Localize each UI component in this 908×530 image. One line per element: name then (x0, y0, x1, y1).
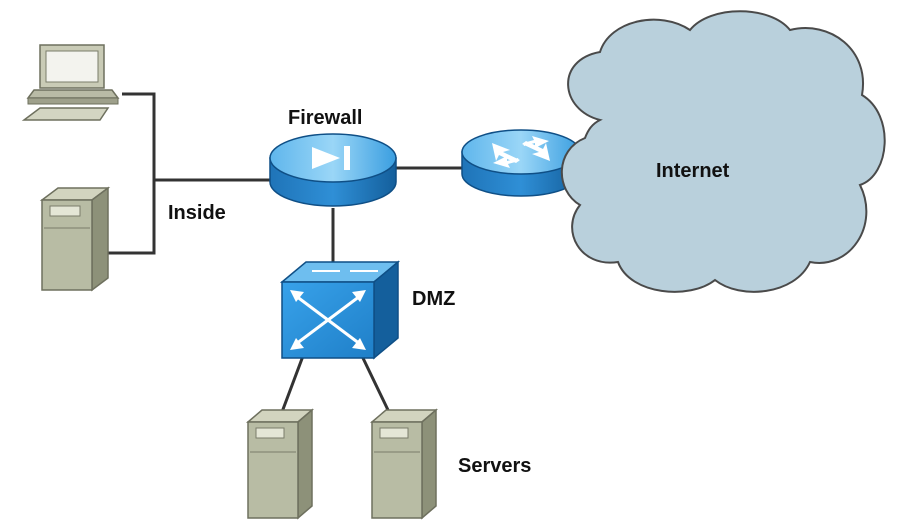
switch-icon (279, 260, 401, 360)
internet-cloud-icon (560, 10, 886, 293)
link-inside-server (108, 180, 156, 255)
server-icon (245, 408, 315, 520)
server-icon (39, 186, 111, 292)
link-dmz-server-2 (360, 355, 390, 411)
workstation-icon (21, 44, 120, 121)
inside-label: Inside (168, 202, 226, 224)
link-dmz-server-1 (280, 355, 305, 413)
servers-label: Servers (458, 455, 532, 477)
dmz-label: DMZ (412, 288, 456, 310)
firewall-label: Firewall (288, 107, 363, 129)
firewall-icon (269, 133, 397, 207)
internet-label: Internet (656, 160, 730, 182)
router-icon (461, 129, 581, 197)
server-icon (369, 408, 439, 520)
link-workstation (122, 92, 156, 180)
